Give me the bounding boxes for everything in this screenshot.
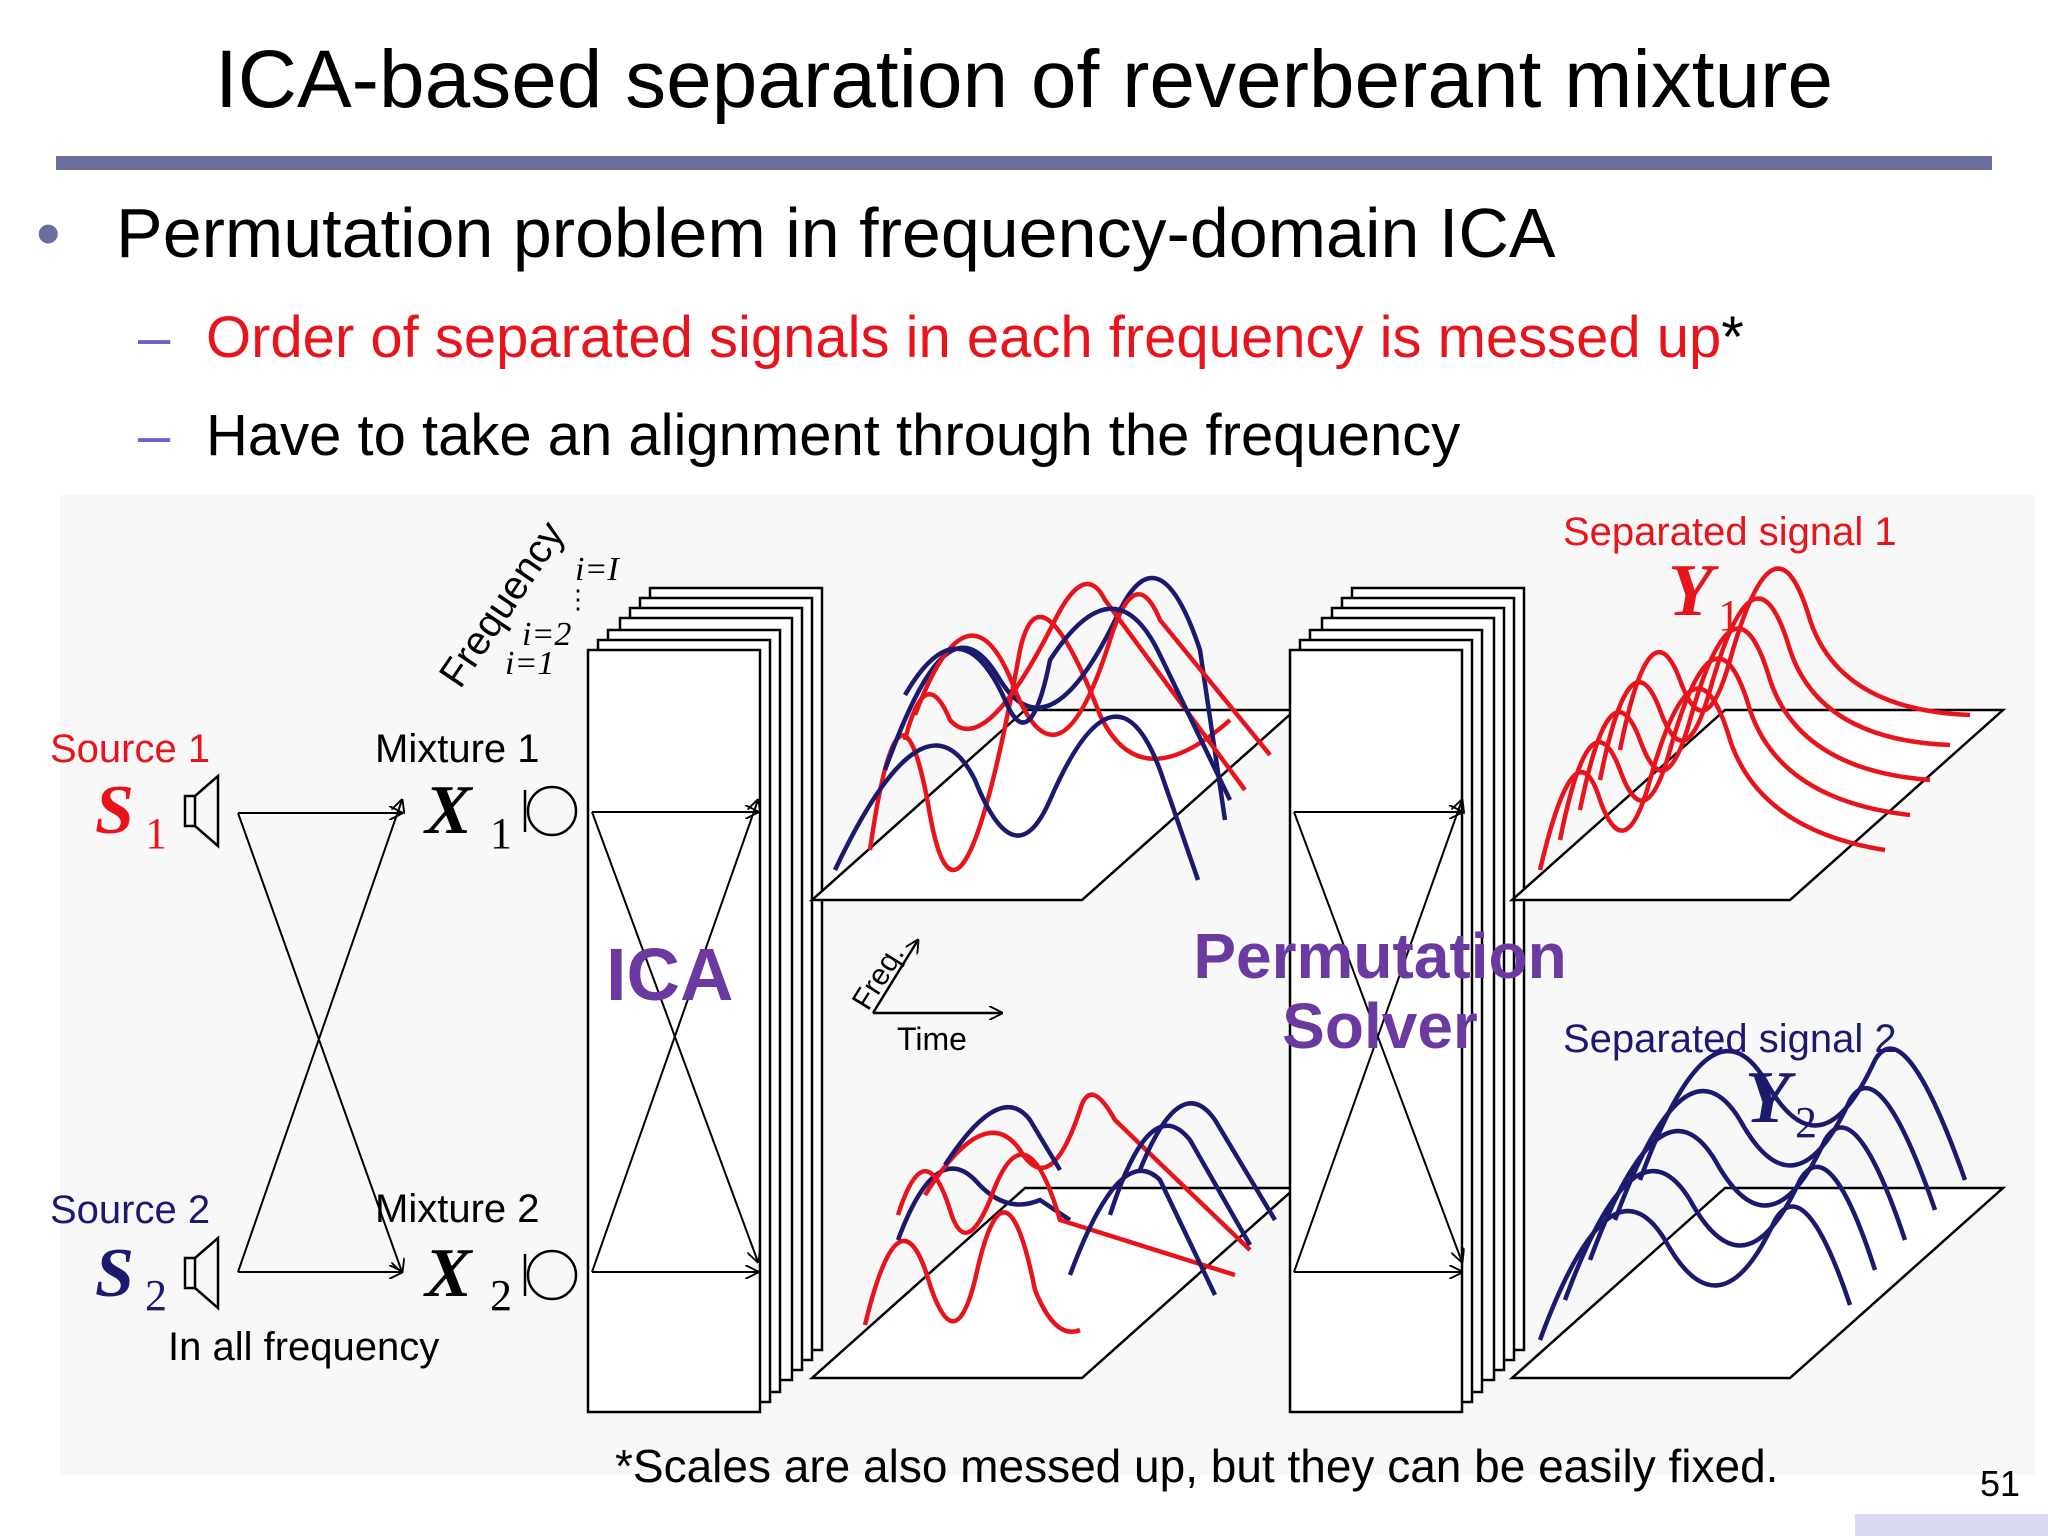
freq-ellipsis: ⋮	[565, 585, 591, 614]
dash-icon: –	[138, 403, 171, 468]
mixed-plot-top	[808, 575, 1299, 902]
microphone-icon	[523, 1249, 578, 1301]
source1-subscript: 1	[145, 809, 167, 858]
source2-label: Source 2	[50, 1188, 210, 1232]
corner-accent-bar	[1855, 1514, 2048, 1536]
source1-label: Source 1	[50, 727, 210, 771]
page-number: 51	[1980, 1463, 2021, 1504]
ica-label: ICA	[606, 933, 733, 1016]
mixing-arrows	[237, 800, 402, 1272]
separated1-symbol: Y	[1668, 550, 1719, 632]
bullet-dot-icon: •	[36, 194, 61, 272]
speaker-icon	[183, 1235, 220, 1311]
speaker-icon	[183, 773, 220, 849]
slide-title: ICA-based separation of reverberant mixt…	[214, 34, 1834, 125]
ica-arrows	[591, 800, 758, 1272]
separated1-label: Separated signal 1	[1563, 510, 1897, 554]
permutation-arrows	[1293, 800, 1462, 1272]
time-axis-label: Time	[897, 1021, 967, 1057]
all-frequency-label: In all frequency	[168, 1325, 439, 1369]
separated-plot-2	[1508, 1046, 2007, 1380]
separated2-symbol: Y	[1745, 1057, 1796, 1139]
mixture1-symbol: X	[423, 772, 474, 849]
freq-axis-label: Freq.	[846, 939, 911, 1016]
main-bullet-text: Permutation problem in frequency-domain …	[116, 194, 1556, 272]
time-freq-axes-icon	[871, 940, 1002, 1013]
sub-bullet-1-text: Order of separated signals in each frequ…	[206, 305, 1722, 370]
footnote-star: *	[1721, 305, 1744, 370]
freq-index-bottom: i=1	[505, 645, 554, 682]
source1-symbol: S	[95, 772, 134, 849]
title-divider	[56, 156, 1992, 170]
source2-subscript: 2	[145, 1271, 167, 1320]
mixture2-subscript: 2	[490, 1271, 512, 1320]
permutation-label-line2: Solver	[1282, 990, 1478, 1062]
microphone-icon	[523, 785, 578, 837]
separated2-label: Separated signal 2	[1563, 1017, 1897, 1061]
main-bullet: • Permutation problem in frequency-domain…	[36, 188, 1556, 278]
permutation-label-line1: Permutation	[1193, 920, 1566, 992]
mixture2-symbol: X	[423, 1235, 474, 1312]
permutation-box-stack	[1288, 586, 1526, 1414]
sub-bullet-2: –Have to take an alignment through the f…	[138, 398, 1460, 474]
footnote: *Scales are also messed up, but they can…	[615, 1440, 1779, 1492]
sub-bullet-1: –Order of separated signals in each freq…	[138, 300, 1744, 376]
mixed-plot-bottom	[808, 1092, 1299, 1380]
mixture1-label: Mixture 1	[375, 727, 540, 771]
sub-bullet-2-text: Have to take an alignment through the fr…	[206, 403, 1461, 468]
mixture1-subscript: 1	[490, 809, 512, 858]
separated-plot-1	[1508, 566, 2007, 902]
dash-icon: –	[138, 305, 171, 370]
mixture2-label: Mixture 2	[375, 1187, 540, 1231]
source2-symbol: S	[95, 1235, 134, 1312]
freq-index-mid: i=2	[522, 616, 571, 653]
freq-index-top: i=I	[575, 551, 620, 588]
